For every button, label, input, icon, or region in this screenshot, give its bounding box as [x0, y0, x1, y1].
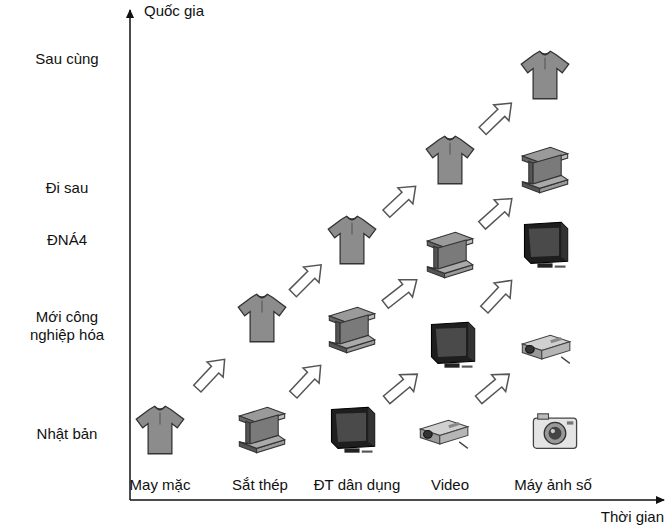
axis-title: Thời gian: [601, 508, 664, 526]
country-group: Đi sau: [22, 179, 112, 197]
progression-arrows: [189, 95, 519, 408]
country-group: Nhật bản: [22, 425, 112, 443]
axis-title: Quốc gia: [144, 2, 204, 20]
industry-label: ĐT dân dụng: [314, 476, 400, 494]
industry-label: May mặc: [130, 476, 191, 494]
country-group: Sau cùng: [22, 50, 112, 68]
industry-label: Video: [431, 476, 469, 494]
country-group: Mới công nghiệp hóa: [22, 308, 112, 344]
industry-label: Máy ảnh số: [514, 476, 592, 494]
industry-label: Sắt thép: [232, 476, 288, 494]
axes: [130, 10, 664, 500]
product-icons: [136, 51, 576, 454]
country-group: ĐNÁ4: [22, 231, 112, 249]
